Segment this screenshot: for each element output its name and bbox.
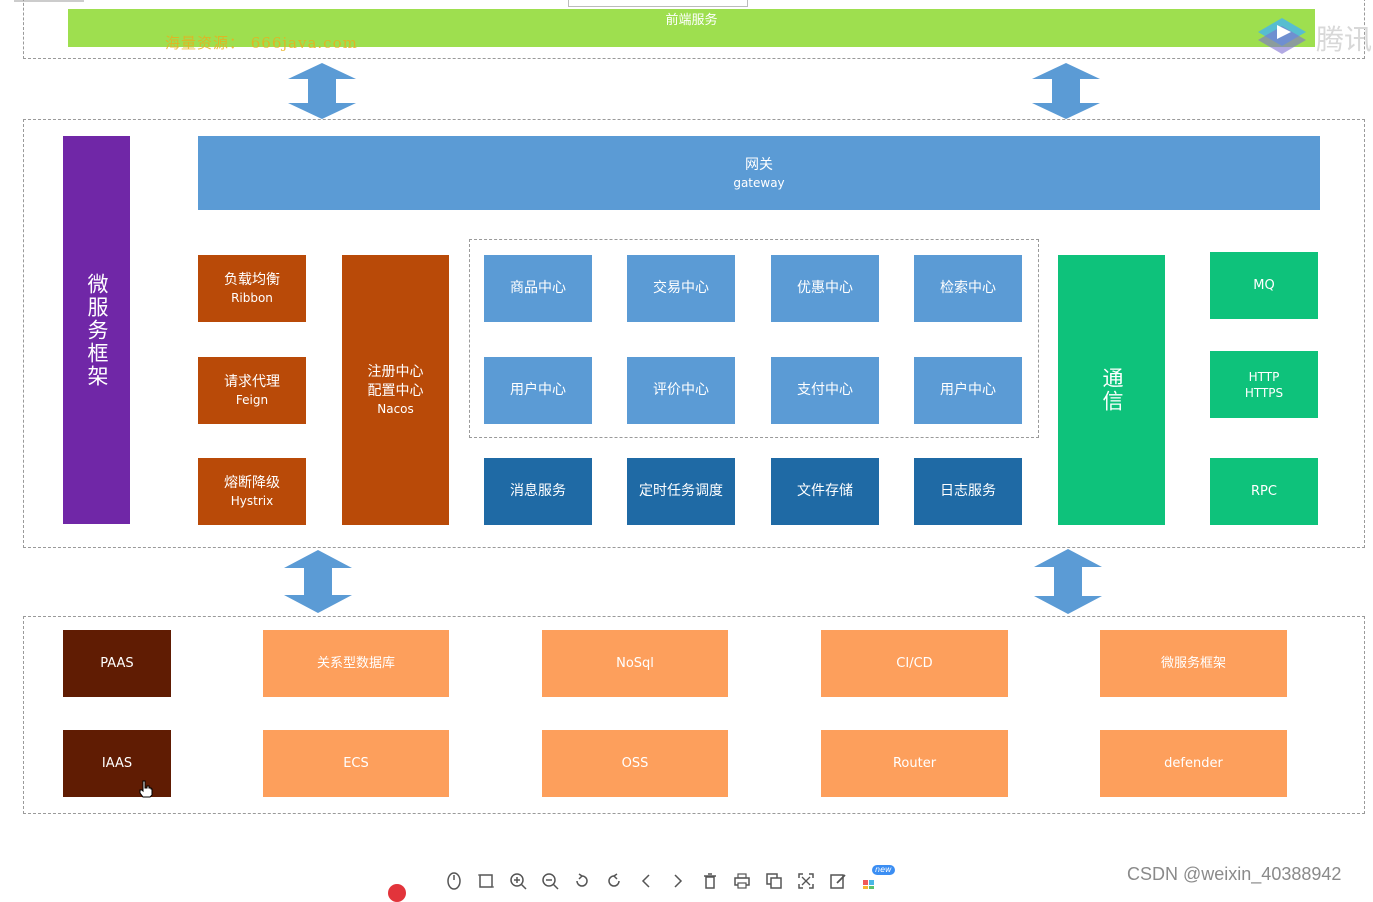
- infra-service-box: 日志服务: [914, 458, 1022, 525]
- nacos-line2: 配置中心: [367, 383, 424, 399]
- edit-icon[interactable]: [826, 869, 849, 892]
- tencent-play-icon: [1258, 18, 1306, 54]
- top-left-remnant: [14, 0, 84, 2]
- paas-box: PAAS: [63, 630, 171, 697]
- rpc-label: RPC: [1251, 484, 1277, 499]
- microservice-framework-box: 微服务框架: [1100, 630, 1287, 697]
- apps-icon[interactable]: new: [858, 865, 895, 892]
- new-badge: new: [872, 865, 895, 875]
- relational-db-box: 关系型数据库: [263, 630, 449, 697]
- zoom-in-icon[interactable]: [506, 869, 529, 892]
- arrow-top-right: [1032, 63, 1100, 119]
- mq-label: MQ: [1253, 278, 1275, 293]
- http-line1: HTTP: [1248, 369, 1280, 384]
- middle-container: [23, 119, 1365, 548]
- prev-icon[interactable]: [634, 869, 657, 892]
- top-tab-remnant: [568, 0, 748, 7]
- cicd-box: CI/CD: [821, 630, 1008, 697]
- pointer-icon[interactable]: [442, 869, 465, 892]
- rotate-right-icon[interactable]: [602, 869, 625, 892]
- ribbon-subtitle: Ribbon: [231, 291, 273, 305]
- copy-icon[interactable]: [762, 869, 785, 892]
- nacos-line3: Nacos: [377, 402, 414, 416]
- service-box: 支付中心: [771, 357, 879, 424]
- service-box: 检索中心: [914, 255, 1022, 322]
- service-box: 用户中心: [484, 357, 592, 424]
- tencent-logo: 腾讯: [1254, 14, 1373, 60]
- ribbon-box: 负载均衡 Ribbon: [198, 255, 306, 322]
- service-box: 评价中心: [627, 357, 735, 424]
- business-services-group: [469, 239, 1039, 438]
- feign-subtitle: Feign: [235, 393, 269, 407]
- csdn-watermark: CSDN @weixin_40388942: [1127, 864, 1342, 884]
- next-icon[interactable]: [666, 869, 689, 892]
- scan-icon[interactable]: [794, 869, 817, 892]
- red-dot-indicator: [388, 884, 406, 902]
- gateway-title: 网关: [745, 156, 773, 173]
- nacos-box: 注册中心 配置中心 Nacos: [342, 255, 449, 525]
- fit-screen-icon[interactable]: [474, 869, 497, 892]
- frontend-container: [23, 0, 1365, 59]
- infrastructure-container: [23, 616, 1365, 814]
- feign-box: 请求代理 Feign: [198, 357, 306, 424]
- gateway-subtitle: gateway: [733, 175, 785, 190]
- print-icon[interactable]: [730, 869, 753, 892]
- arrow-top-left: [288, 63, 356, 119]
- tencent-logo-text: 腾讯: [1316, 23, 1373, 56]
- infra-service-box: 文件存储: [771, 458, 879, 525]
- hystrix-subtitle: Hystrix: [230, 494, 274, 508]
- frontend-service-bar: 前端服务: [68, 9, 1315, 47]
- zoom-out-icon[interactable]: [538, 869, 561, 892]
- arrow-bottom-left: [284, 550, 352, 613]
- nosql-box: NoSql: [542, 630, 728, 697]
- infra-service-box: 消息服务: [484, 458, 592, 525]
- hand-cursor-icon: [139, 780, 153, 798]
- feign-title: 请求代理: [224, 374, 280, 390]
- service-box: 交易中心: [627, 255, 735, 322]
- mq-box: MQ: [1210, 252, 1318, 319]
- oss-box: OSS: [542, 730, 728, 797]
- ribbon-title: 负载均衡: [224, 272, 280, 288]
- infra-service-box: 定时任务调度: [627, 458, 735, 525]
- image-viewer-toolbar: new: [442, 865, 895, 892]
- service-box: 优惠中心: [771, 255, 879, 322]
- communication-label: 通信: [1100, 367, 1124, 413]
- hystrix-title: 熔断降级: [224, 475, 280, 491]
- service-box: 商品中心: [484, 255, 592, 322]
- arrow-bottom-right: [1034, 549, 1102, 614]
- iaas-box: IAAS: [63, 730, 171, 797]
- resource-watermark: 海量资源： 666java.com: [165, 34, 358, 52]
- rpc-box: RPC: [1210, 458, 1318, 525]
- hystrix-box: 熔断降级 Hystrix: [198, 458, 306, 525]
- router-box: Router: [821, 730, 1008, 797]
- service-box: 用户中心: [914, 357, 1022, 424]
- microservice-framework-label: 微服务框架: [85, 272, 109, 388]
- rotate-left-icon[interactable]: [570, 869, 593, 892]
- defender-box: defender: [1100, 730, 1287, 797]
- microservice-framework-bar: 微服务框架: [63, 136, 130, 524]
- http-line2: HTTPS: [1244, 385, 1284, 400]
- iaas-label: IAAS: [101, 756, 133, 771]
- gateway-bar: 网关 gateway: [198, 136, 1320, 210]
- frontend-service-label: 前端服务: [665, 13, 718, 28]
- ecs-box: ECS: [263, 730, 449, 797]
- http-box: HTTP HTTPS: [1210, 351, 1318, 418]
- nacos-line1: 注册中心: [367, 364, 424, 380]
- delete-icon[interactable]: [698, 869, 721, 892]
- communication-bar: 通信: [1058, 255, 1165, 525]
